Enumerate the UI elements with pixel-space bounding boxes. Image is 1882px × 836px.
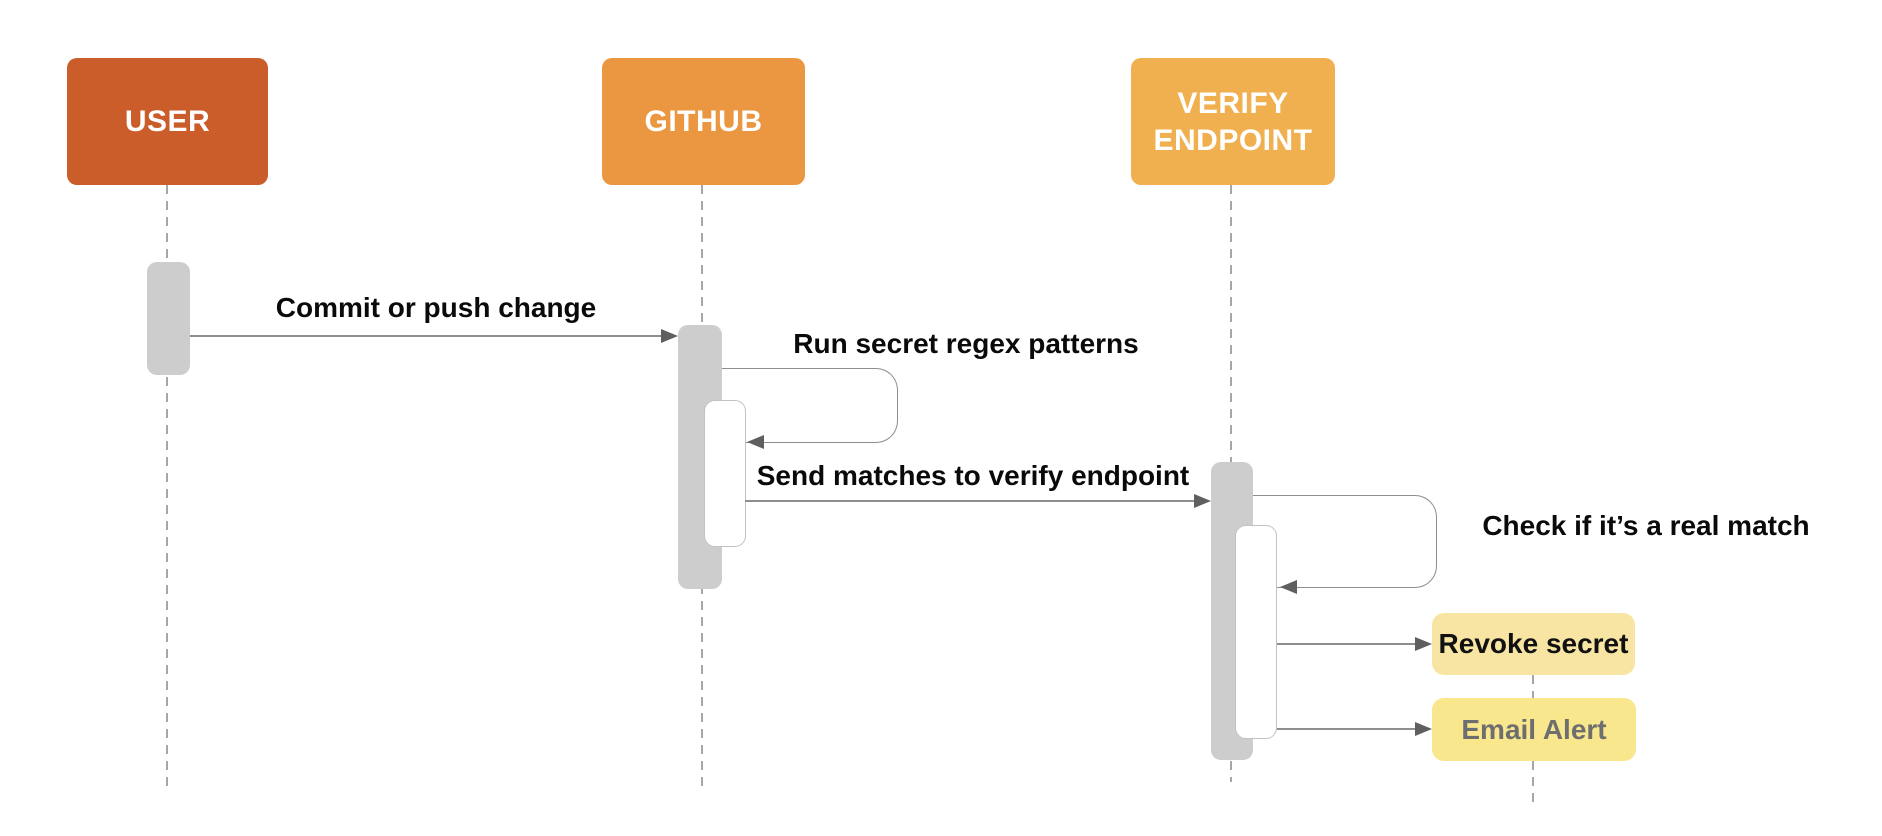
note-box-revoke-secret: Revoke secret xyxy=(1432,613,1635,675)
note-label-revoke-secret: Revoke secret xyxy=(1438,628,1629,659)
arrowhead-right-email-alert-icon xyxy=(1415,722,1432,736)
arrowhead-right-send-matches-icon xyxy=(1194,494,1211,508)
message-line-revoke-secret xyxy=(1277,643,1416,645)
lifeline-user xyxy=(166,185,168,788)
message-line-email-alert xyxy=(1277,728,1416,730)
message-label-send-matches: Send matches to verify endpoint xyxy=(756,460,1190,491)
message-label-commit: Commit or push change xyxy=(275,292,597,323)
message-line-send-matches xyxy=(745,500,1194,502)
activation-bar-verify-nested xyxy=(1235,525,1277,739)
activation-bar-github-nested xyxy=(704,400,746,547)
arrowhead-left-check-match-icon xyxy=(1280,580,1297,594)
arrowhead-left-run-regex-icon xyxy=(747,435,764,449)
actor-box-verify-endpoint: VERIFY ENDPOINT xyxy=(1131,58,1335,185)
message-label-run-regex: Run secret regex patterns xyxy=(793,328,1139,359)
selfloop-check-real-match xyxy=(1253,495,1437,588)
message-label-check-match: Check if it’s a real match xyxy=(1482,510,1810,541)
message-line-commit xyxy=(190,335,664,337)
note-label-email-alert: Email Alert xyxy=(1461,713,1607,745)
arrowhead-right-commit-icon xyxy=(661,329,678,343)
actor-label-github: GITHUB xyxy=(644,105,763,138)
arrowhead-right-revoke-secret-icon xyxy=(1415,637,1432,651)
actor-label-user: USER xyxy=(124,105,211,138)
actor-box-user: USER xyxy=(67,58,268,185)
note-box-email-alert: Email Alert xyxy=(1432,698,1636,761)
lifeline-email-alert xyxy=(1532,761,1534,803)
activation-bar-user xyxy=(147,262,190,375)
actor-label-verify-endpoint: VERIFY ENDPOINT xyxy=(1153,86,1313,157)
lifeline-revoke-secret xyxy=(1532,675,1534,698)
selfloop-run-secret-regex xyxy=(722,368,898,443)
actor-box-github: GITHUB xyxy=(602,58,805,185)
